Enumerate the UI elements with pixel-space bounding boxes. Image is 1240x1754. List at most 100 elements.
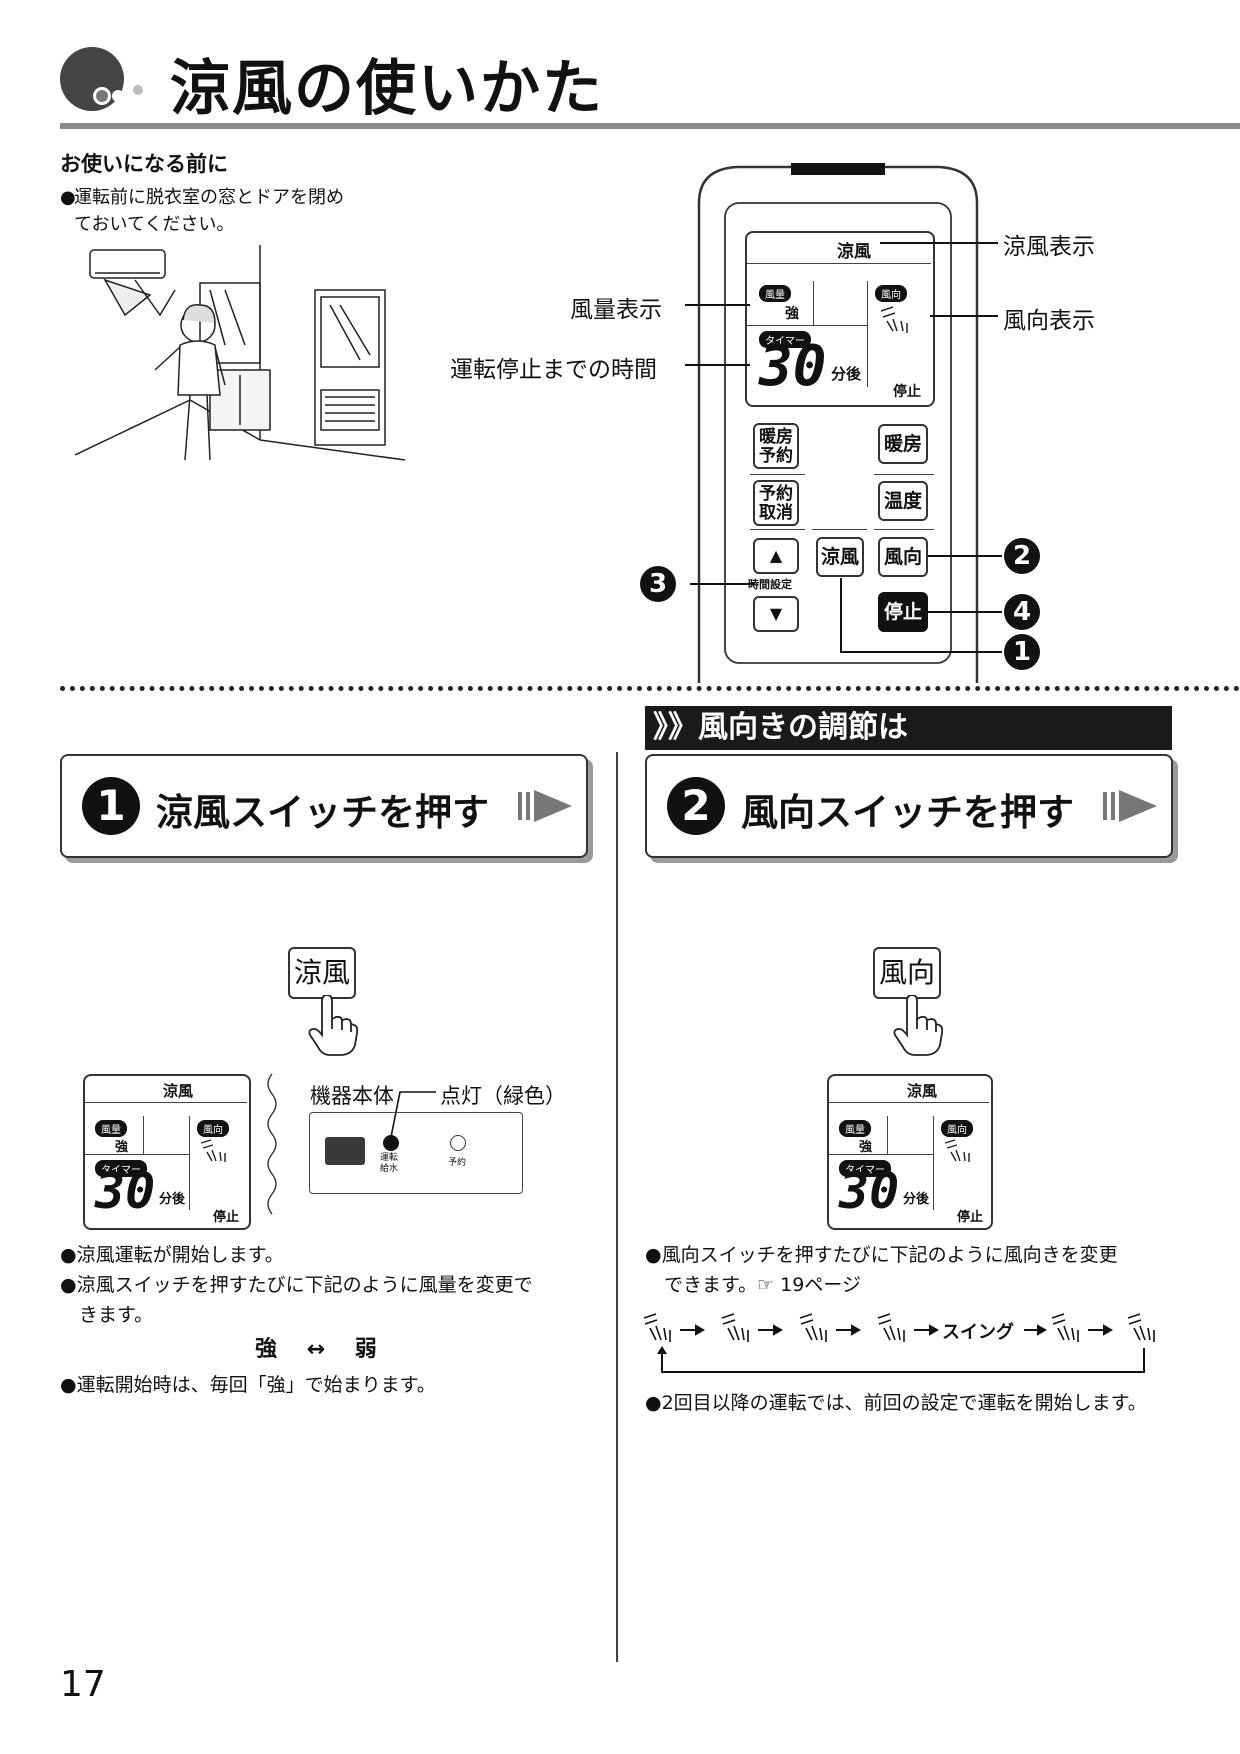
lcd-volume-value: 強: [785, 306, 799, 322]
direction-section-heading-text: 》》風向きの調節は: [653, 710, 908, 745]
temp-button-label: 温度: [883, 490, 922, 512]
lcd-volume-tag: 風量: [759, 285, 791, 302]
step1-cool-button-label: 涼風: [293, 956, 350, 989]
stop-button-label: 停止: [883, 601, 922, 623]
cool-button[interactable]: 涼風: [816, 537, 864, 577]
step2-lcd-mode: 涼風: [907, 1082, 938, 1100]
header-bullet-icon: [58, 44, 148, 114]
step1-lcd-timer-digits: 30: [95, 1162, 156, 1220]
step2-bullet1: ●風向スイッチを押すたびに下記のように風向きを変更 できます。☞ 19ページ: [645, 1240, 1205, 1300]
step1-lcd-timer-tag: タイマー: [95, 1160, 147, 1177]
callout-time-to-stop: 運転停止までの時間: [450, 357, 657, 383]
step2-lcd-timer-tag: タイマー: [839, 1160, 891, 1177]
main-unit-label: 機器本体: [310, 1084, 394, 1108]
heat-button[interactable]: 暖房: [878, 424, 928, 464]
step1-lcd: 涼風 風量 強 風向 タイマー 30 分後 停止: [83, 1074, 251, 1230]
down-button[interactable]: ▼: [753, 596, 799, 632]
step2-box: 2 風向スイッチを押す: [645, 754, 1173, 858]
step2-lcd-direction-icon: [943, 1138, 979, 1168]
lcd-mode: 涼風: [837, 242, 871, 262]
step1-cool-button[interactable]: 涼風: [288, 947, 356, 999]
main-unit-display: [325, 1137, 365, 1165]
direction-button-label: 風向: [883, 546, 922, 568]
lcd-stop: 停止: [893, 384, 921, 400]
step2-direction-button[interactable]: 風向: [873, 947, 941, 999]
lit-callout-line: [389, 1091, 436, 1143]
heat-reserve-button[interactable]: 暖房予約: [753, 423, 799, 469]
step2-bullet1-line2: できます。☞ 19ページ: [664, 1274, 861, 1296]
step1-lcd-stop: 停止: [213, 1210, 240, 1225]
direction-sequence: スイング: [640, 1308, 1180, 1384]
run-indicator-lamp: [383, 1135, 399, 1151]
up-arrow-icon: ▲: [769, 546, 783, 565]
step1-bullet1: 涼風運転が開始します。: [76, 1244, 284, 1266]
step2-lcd-direction-tag: 風向: [941, 1120, 973, 1137]
indicator-water-label: 給水: [380, 1164, 399, 1174]
step2-pointing-hand-icon: [893, 994, 944, 1061]
step1-lcd-direction-tag: 風向: [197, 1120, 229, 1137]
heat-reserve-button-label: 暖房予約: [759, 427, 793, 466]
stop-button[interactable]: 停止: [878, 592, 928, 632]
reserve-indicator-lamp: [450, 1135, 466, 1151]
strength-strong: 強: [255, 1337, 278, 1362]
column-divider: [616, 752, 618, 1662]
step2-number: 2: [667, 777, 725, 835]
up-button[interactable]: ▲: [753, 538, 799, 574]
step2-lcd-stop: 停止: [957, 1210, 984, 1225]
step2-title: 風向スイッチを押す: [741, 791, 1074, 834]
temp-button[interactable]: 温度: [878, 481, 928, 521]
step1-pointing-hand-icon: [308, 994, 359, 1061]
step2-lcd-volume-value: 強: [859, 1140, 873, 1155]
step1-box: 1 涼風スイッチを押す: [60, 754, 588, 858]
marker-2: 2: [1004, 538, 1040, 574]
step2-lcd-timer-digits: 30: [839, 1162, 900, 1220]
step2-lcd: 涼風 風量 強 風向 タイマー 30 分後 停止: [827, 1074, 993, 1230]
step2-bullet1-line1: 風向スイッチを押すたびに下記のように風向きを変更: [661, 1244, 1118, 1266]
indicator-reserve-label: 予約: [448, 1158, 467, 1168]
direction-button[interactable]: 風向: [878, 537, 928, 577]
page-number: 17: [60, 1664, 106, 1705]
cool-button-label: 涼風: [820, 546, 859, 568]
step1-lcd-volume-tag: 風量: [95, 1120, 127, 1137]
step2-direction-button-label: 風向: [878, 956, 935, 989]
lcd-direction-tag: 風向: [875, 285, 907, 302]
strength-weak: 弱: [354, 1337, 377, 1362]
step2-bullet2: ●2回目以降の運転では、前回の設定で運転を開始します。: [645, 1392, 1147, 1414]
remote-callout-lines: [685, 242, 1002, 653]
cancel-reserve-button[interactable]: 予約取消: [753, 480, 799, 526]
before-use-heading: お使いになる前に: [60, 152, 228, 176]
title-rule: [60, 123, 1240, 129]
lcd-timer-digits: 30: [759, 334, 827, 399]
dotted-separator: [60, 686, 1240, 691]
direction-section-heading: 》》風向きの調節は: [645, 706, 1172, 750]
remote-control: [697, 163, 979, 683]
remote-lcd: 涼風 風量 強 風向 タイマー 30 分後 停止: [745, 231, 935, 407]
indicator-run-label: 運転: [380, 1153, 399, 1163]
marker-1: 1: [1004, 634, 1040, 670]
step1-number: 1: [82, 777, 140, 835]
callout-cool-display: 涼風表示: [1003, 234, 1095, 260]
step1-next-arrow-icon: [518, 788, 578, 828]
callout-volume-display: 風量表示: [570, 297, 662, 323]
before-use-note: ●運転前に脱衣室の窓とドアを閉め ておいてください。: [60, 184, 344, 238]
strength-toggle-arrow-icon: ↔: [306, 1337, 326, 1362]
heat-button-label: 暖房: [883, 433, 922, 455]
step1-bullet3: 運転開始時は、毎回「強」で始まります。: [76, 1374, 436, 1396]
swing-label: スイング: [942, 1322, 1014, 1343]
before-use-note-line2: ておいてください。: [74, 214, 235, 235]
wavy-separator: [262, 1073, 282, 1228]
step1-lcd-direction-icon: [199, 1138, 235, 1168]
marker-3: 3: [640, 566, 676, 602]
before-use-note-line1: 運転前に脱衣室の窓とドアを閉め: [74, 187, 344, 208]
down-arrow-icon: ▼: [769, 604, 783, 623]
step1-bullet2-line2: きます。: [79, 1304, 154, 1326]
lcd-minutes-after: 分後: [831, 365, 862, 383]
step2-bullet2-text: 2回目以降の運転では、前回の設定で運転を開始します。: [661, 1392, 1147, 1414]
step1-bullet2-line1: 涼風スイッチを押すたびに下記のように風量を変更で: [76, 1274, 533, 1296]
step1-lcd-mode: 涼風: [163, 1082, 194, 1100]
lcd-direction-icon: [879, 305, 919, 339]
bathroom-illustration: [74, 245, 415, 485]
step2-lcd-volume-tag: 風量: [839, 1120, 871, 1137]
time-setting-label: 時間設定: [748, 578, 792, 591]
page-title: 涼風の使いかた: [170, 54, 604, 124]
